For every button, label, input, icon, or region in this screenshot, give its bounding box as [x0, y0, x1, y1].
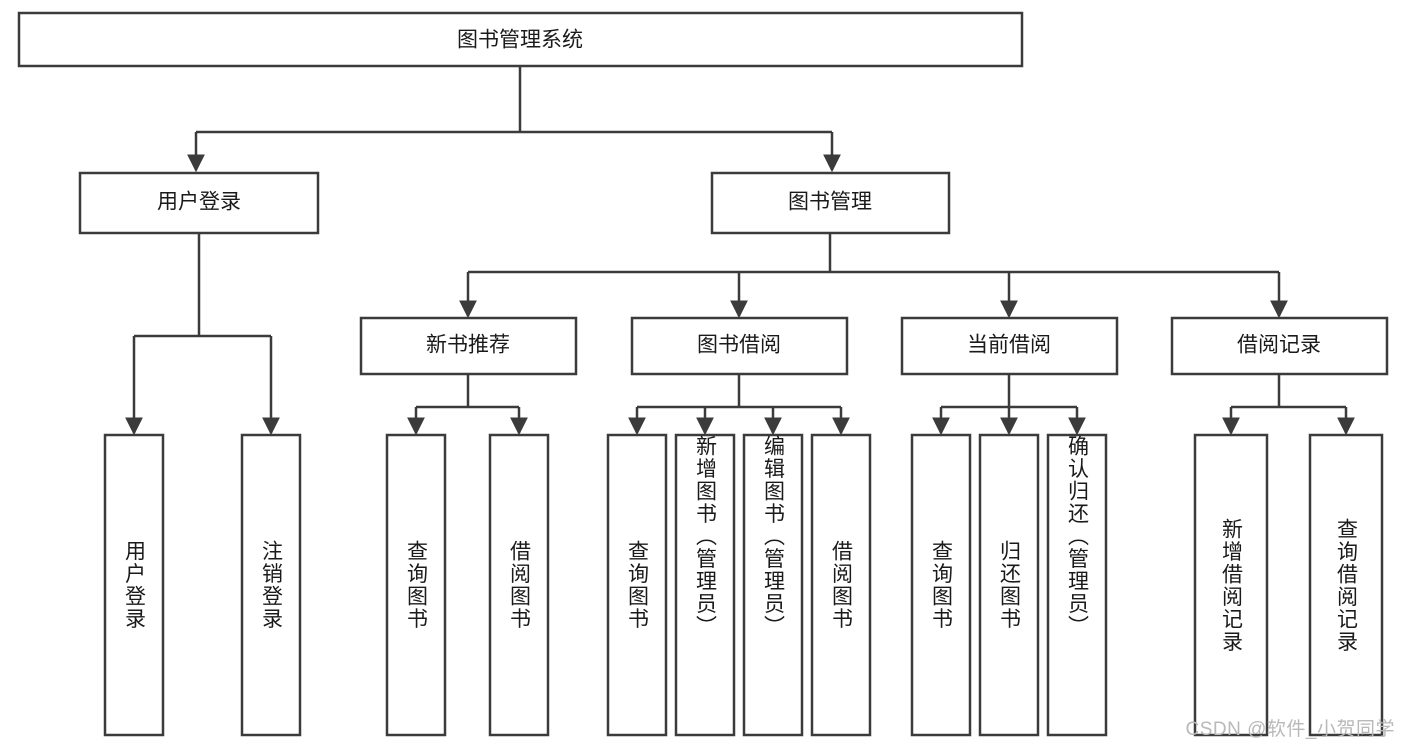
connector-userlogin-to-leaves	[125, 233, 280, 436]
leaf-box-new-book-0[interactable]	[385, 433, 447, 737]
connector-borrowrecord-to-leaves	[1222, 374, 1355, 436]
node-user-login[interactable]: 用户登录	[78, 171, 320, 235]
leaf-box-current-borrow-0[interactable]	[910, 433, 972, 737]
leaf-box-borrow-record-1[interactable]	[1308, 433, 1384, 737]
node-new-book-recommend-label: 新书推荐	[426, 334, 510, 357]
leaf-box-borrow-record-0[interactable]	[1193, 433, 1269, 737]
watermark-text: CSDN @软件_小贺同学	[1185, 719, 1395, 740]
connector-bookborrow-to-leaves	[628, 374, 850, 436]
node-book-management[interactable]: 图书管理	[710, 171, 951, 235]
connector-newbook-to-leaves	[407, 374, 528, 436]
leaf-box-current-borrow-2[interactable]	[1046, 433, 1108, 737]
connector-root-to-level2	[187, 66, 841, 173]
leaf-box-user-login-0[interactable]	[103, 433, 165, 737]
node-current-borrow[interactable]: 当前借阅	[900, 316, 1119, 376]
node-root[interactable]: 图书管理系统	[17, 11, 1024, 68]
node-book-borrow[interactable]: 图书借阅	[630, 316, 849, 376]
node-root-label: 图书管理系统	[457, 29, 583, 52]
leaf-box-book-borrow-0[interactable]	[606, 433, 668, 737]
node-book-borrow-label: 图书借阅	[697, 334, 781, 357]
leaf-box-book-borrow-2[interactable]	[742, 433, 804, 737]
node-borrow-record-label: 借阅记录	[1237, 334, 1321, 357]
connector-bookmgmt-to-level3	[459, 233, 1288, 319]
leaf-box-user-login-1[interactable]	[240, 433, 302, 737]
leaf-box-book-borrow-3[interactable]	[810, 433, 872, 737]
leaf-box-new-book-1[interactable]	[488, 433, 550, 737]
leaf-box-book-borrow-1[interactable]	[674, 433, 736, 737]
node-user-login-label: 用户登录	[157, 191, 241, 214]
leaf-box-current-borrow-1[interactable]	[978, 433, 1040, 737]
node-new-book-recommend[interactable]: 新书推荐	[359, 316, 578, 376]
connector-currentborrow-to-leaves	[932, 374, 1086, 436]
node-current-borrow-label: 当前借阅	[967, 334, 1051, 357]
node-borrow-record[interactable]: 借阅记录	[1170, 316, 1389, 376]
node-book-management-label: 图书管理	[788, 191, 872, 214]
